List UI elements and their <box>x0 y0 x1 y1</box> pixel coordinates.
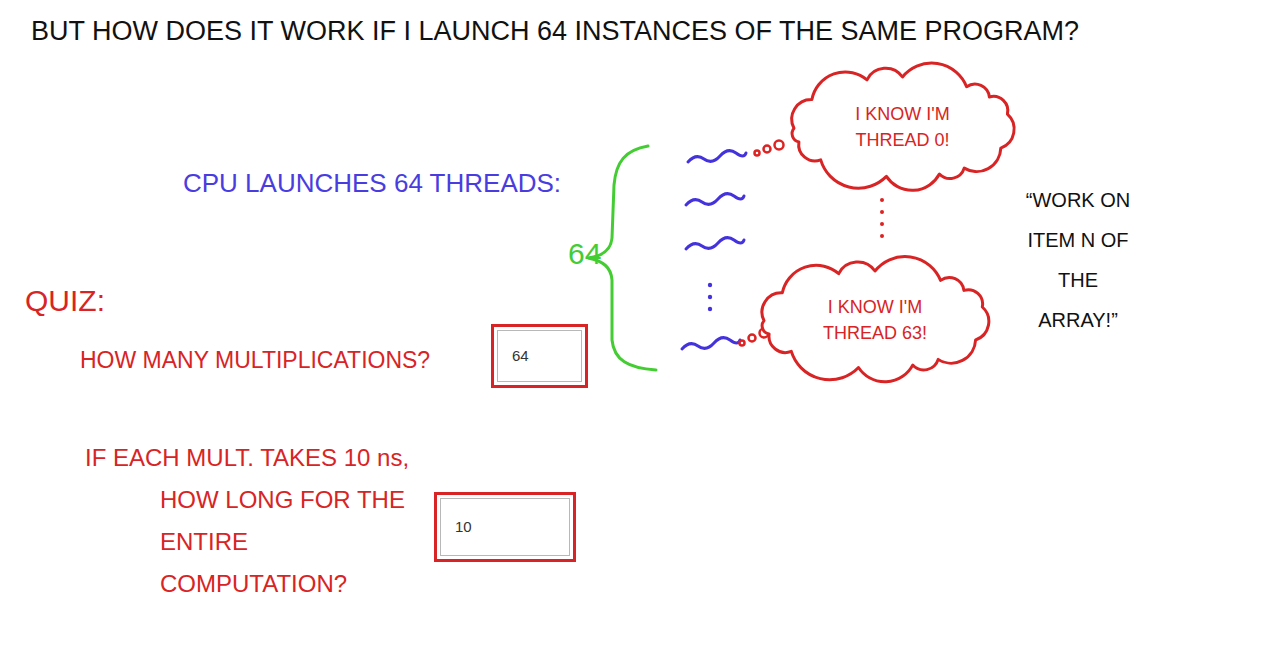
title-text: BUT HOW DOES IT WORK IF I LAUNCH 64 INST… <box>25 8 1085 54</box>
thread-squiggle <box>688 151 746 162</box>
answer-text: 64 <box>512 345 529 367</box>
cpu-note: CPU LAUNCHES 64 THREADS: <box>183 168 561 199</box>
thread-squiggle <box>686 238 744 249</box>
dot <box>775 141 784 150</box>
answer-text: 10 <box>455 516 472 538</box>
thought-cloud: I KNOW I'M THREAD 0! <box>785 68 1020 186</box>
dot <box>755 151 760 156</box>
dot <box>708 283 712 287</box>
thread-squiggles <box>682 151 746 349</box>
dot <box>749 335 756 342</box>
cloud-outline-path <box>762 257 989 382</box>
cloud-outline <box>785 68 1020 186</box>
ellipsis-dots <box>880 198 884 238</box>
dot <box>880 198 884 202</box>
answer-box: 64 <box>497 330 582 382</box>
dot <box>764 146 771 153</box>
dot <box>740 341 745 346</box>
answer-box: 10 <box>440 498 570 556</box>
cloud-outline-path <box>792 63 1014 190</box>
dot <box>880 210 884 214</box>
dot <box>880 222 884 226</box>
dot <box>708 307 712 311</box>
thread-count: 64 <box>568 236 601 272</box>
cloud-outline <box>755 262 995 377</box>
dot <box>880 234 884 238</box>
quiz-heading: QUIZ: <box>25 283 105 319</box>
thought-text: I KNOW I'M THREAD 63! <box>810 294 940 346</box>
thought-text: I KNOW I'M THREAD 0! <box>838 101 968 153</box>
dot <box>708 295 712 299</box>
thread-instruction: “WORK ON ITEM N OF THE ARRAY!” <box>1018 180 1138 340</box>
quiz-question: IF EACH MULT. TAKES 10 ns, HOW LONG FOR … <box>85 437 425 605</box>
quiz-question: HOW MANY MULTIPLICATIONS? <box>80 346 430 374</box>
ellipsis-dots <box>708 283 712 311</box>
thread-squiggle <box>682 338 740 349</box>
thread-squiggle <box>686 194 744 205</box>
thought-cloud: I KNOW I'M THREAD 63! <box>755 262 995 377</box>
